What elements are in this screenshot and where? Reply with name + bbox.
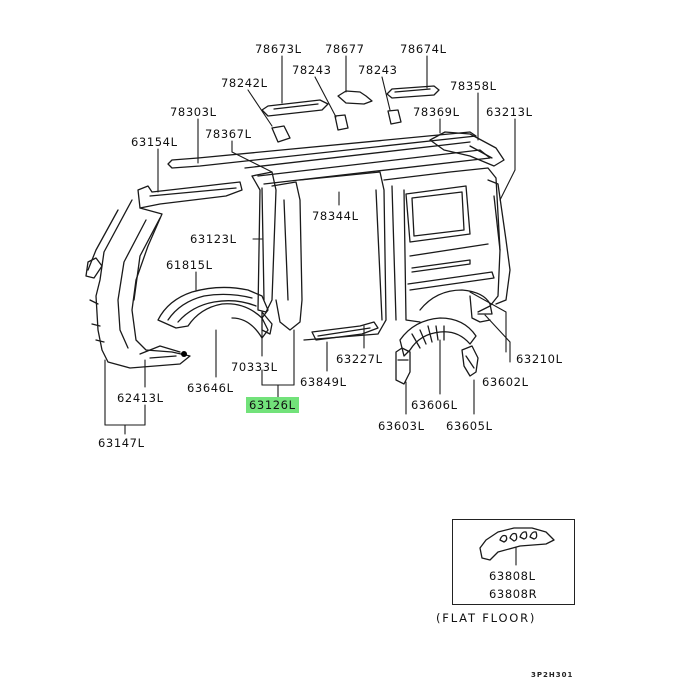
part-label-63606L[interactable]: 63606L [411,398,458,412]
part-label-61815L[interactable]: 61815L [166,258,213,272]
part-label-78358L[interactable]: 78358L [450,79,497,93]
inset-caption: (FLAT FLOOR) [436,611,537,625]
part-label-78243-b[interactable]: 78243 [358,63,398,77]
part-label-63213L[interactable]: 63213L [486,105,533,119]
part-label-78303L[interactable]: 78303L [170,105,217,119]
part-label-63603L[interactable]: 63603L [378,419,425,433]
inset-flat-floor-box [452,519,575,605]
roof-brackets [261,85,440,143]
part-label-63123L[interactable]: 63123L [190,232,237,246]
part-label-78242L[interactable]: 78242L [221,76,268,90]
drawing-code: 3P2H301 [531,671,574,679]
part-label-63605L[interactable]: 63605L [446,419,493,433]
part-label-78243-a[interactable]: 78243 [292,63,332,77]
part-label-78674L[interactable]: 78674L [400,42,447,56]
part-label-78369L[interactable]: 78369L [413,105,460,119]
front-wheel-arch [157,286,269,339]
part-label-63849L[interactable]: 63849L [300,375,347,389]
roof-rails [167,131,505,185]
inset-label-63808L[interactable]: 63808L [489,569,536,583]
part-label-78344L[interactable]: 78344L [312,209,359,223]
part-label-62413L[interactable]: 62413L [117,391,164,405]
inset-label-63808R[interactable]: 63808R [489,587,538,601]
part-label-63210L[interactable]: 63210L [516,352,563,366]
part-label-78677[interactable]: 78677 [325,42,365,56]
part-label-78673L[interactable]: 78673L [255,42,302,56]
selected-part-label-63126L[interactable]: 63126L [246,397,299,413]
part-label-78367L[interactable]: 78367L [205,127,252,141]
center-pillar [251,171,303,335]
leader-lines [104,55,516,435]
front-pillar [85,181,243,369]
part-label-63646L[interactable]: 63646L [187,381,234,395]
part-label-63154L[interactable]: 63154L [131,135,178,149]
part-label-63227L[interactable]: 63227L [336,352,383,366]
rear-wheelhouse [395,317,479,385]
side-body-panel [299,167,511,341]
part-label-63147L[interactable]: 63147L [98,436,145,450]
inset-wheelhouse [479,527,555,566]
part-label-63602L[interactable]: 63602L [482,375,529,389]
part-label-70333L[interactable]: 70333L [231,360,278,374]
